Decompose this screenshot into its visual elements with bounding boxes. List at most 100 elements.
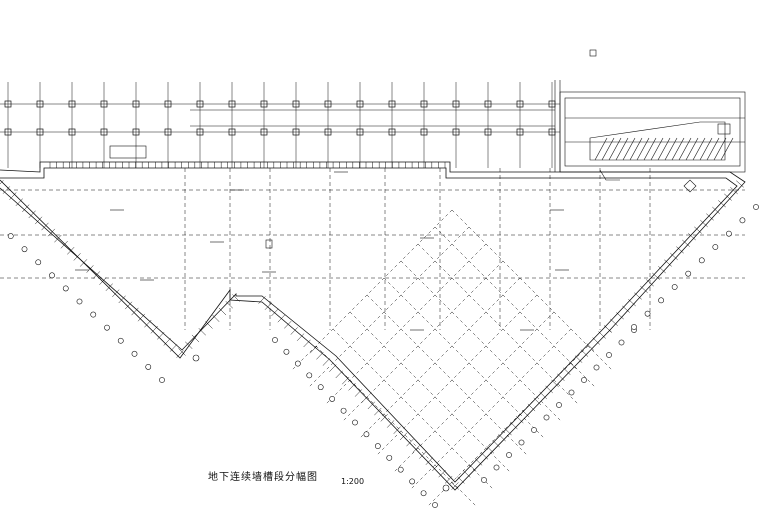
hatch-line <box>685 137 699 161</box>
panel-division <box>574 355 583 363</box>
annotation-box <box>265 239 273 249</box>
column-marker <box>420 128 428 136</box>
panel-division <box>105 283 113 292</box>
grid-bubble <box>283 348 290 355</box>
diamond-grid-line <box>410 328 572 490</box>
panel-division <box>341 376 350 385</box>
grid-bubble <box>159 377 165 383</box>
column-marker <box>100 100 108 108</box>
grid-bubble <box>606 352 612 358</box>
grid-bubble <box>386 454 393 461</box>
hatch-line <box>706 137 720 161</box>
grid-bubble <box>117 337 124 344</box>
panel-division <box>688 233 696 241</box>
panel-division <box>131 307 139 316</box>
panel-division <box>425 457 433 465</box>
panel-division <box>634 292 642 300</box>
panel-division <box>73 253 81 261</box>
column-marker <box>68 100 76 108</box>
grid-bubble <box>294 360 301 367</box>
grid-bubble <box>7 233 14 239</box>
diamond-grid-line <box>376 294 538 456</box>
panel-division <box>322 358 330 366</box>
panel-division <box>92 271 101 279</box>
diamond-grid-line <box>427 345 589 507</box>
column-marker <box>292 100 300 108</box>
diamond-grid-line <box>383 277 545 439</box>
panel-division <box>47 228 56 237</box>
panel-division <box>504 427 512 436</box>
hatch-line <box>636 137 650 161</box>
column-marker <box>228 100 236 108</box>
panel-division <box>258 296 266 304</box>
wall-panel-divisions <box>0 162 744 490</box>
panel-division <box>380 414 388 422</box>
panel-division <box>676 246 684 254</box>
panel-division <box>54 234 62 243</box>
column-marker <box>452 100 460 108</box>
grid-bubble <box>104 324 110 331</box>
panel-division <box>277 314 285 323</box>
grid-bubble <box>518 439 525 446</box>
hatch-line <box>601 137 615 161</box>
diamond-grid-line <box>366 294 528 456</box>
hatch-line <box>692 137 706 161</box>
panel-division <box>568 361 577 369</box>
structure-inner-frame <box>564 97 741 167</box>
top-right-structure <box>554 49 746 173</box>
panel-division <box>124 301 133 310</box>
panel-division <box>406 438 414 447</box>
panel-division <box>682 239 690 247</box>
panel-division <box>163 338 171 346</box>
diamond-grid-line <box>400 260 562 422</box>
grid-bubble <box>363 431 370 438</box>
column-marker <box>228 128 236 136</box>
panel-division <box>604 325 612 333</box>
grid-bubble <box>420 490 427 497</box>
hatch-line <box>629 137 643 161</box>
diamond-grid-line <box>308 226 470 388</box>
grid-bubble <box>753 204 759 210</box>
grid-bubble <box>340 407 347 414</box>
hatch-line <box>713 137 727 161</box>
panel-division <box>451 482 459 490</box>
panel-division <box>438 469 446 478</box>
grid-bubble <box>306 372 313 379</box>
panel-division <box>664 259 672 267</box>
panel-division <box>303 339 311 348</box>
panel-division <box>34 216 43 225</box>
panel-division <box>86 265 94 273</box>
dashed-reference-lines <box>0 168 745 330</box>
panel-division <box>640 285 648 294</box>
panel-division <box>387 420 395 428</box>
column-marker <box>484 128 492 136</box>
panel-division <box>22 204 30 213</box>
panel-division <box>510 421 518 430</box>
grid-bubble <box>698 257 705 264</box>
diamond-grid-line <box>359 277 521 439</box>
panel-division <box>463 470 471 478</box>
annotation-leader <box>599 169 620 181</box>
panel-division <box>419 451 427 459</box>
panel-division <box>176 350 184 358</box>
grid-bubble <box>409 478 416 485</box>
panel-division <box>592 337 600 345</box>
diamond-grid-line <box>325 243 487 405</box>
grid-bubble <box>556 402 562 408</box>
panel-division <box>498 434 506 442</box>
column-marker <box>356 100 364 108</box>
grid-bubble <box>374 443 381 449</box>
panel-division <box>329 364 337 372</box>
hatch-line <box>671 137 685 161</box>
panel-division <box>264 302 273 310</box>
column-marker <box>388 128 396 136</box>
panel-division <box>309 345 318 354</box>
grid-bubble <box>685 270 692 277</box>
column-marker <box>36 128 44 136</box>
grid-bubble <box>739 217 746 224</box>
panel-division <box>457 476 465 484</box>
panel-division <box>290 327 298 335</box>
panel-division <box>157 331 165 340</box>
column-marker <box>196 128 204 136</box>
panel-division <box>205 321 213 329</box>
